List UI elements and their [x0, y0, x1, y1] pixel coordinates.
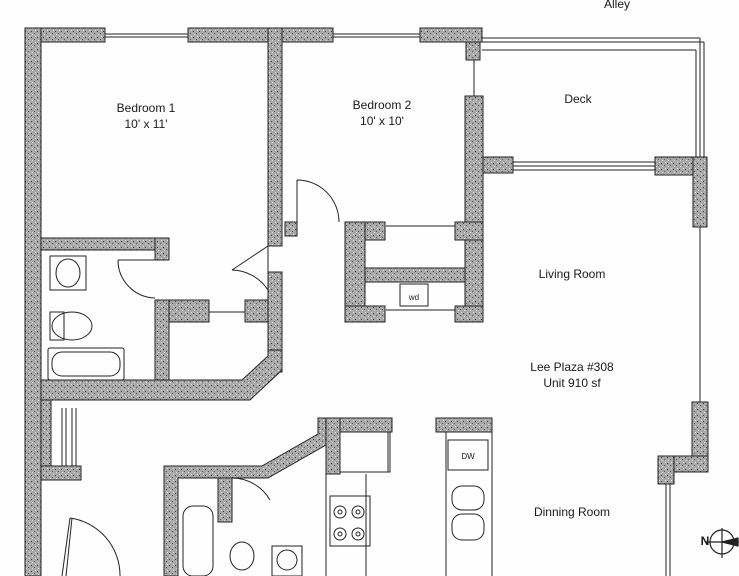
dining-room-label: Dinning Room — [533, 505, 611, 519]
unit-address: Lee Plaza #308 — [530, 360, 614, 374]
toilet-lower — [229, 541, 255, 571]
burner-icon — [351, 505, 365, 519]
compass-north-label: N — [700, 534, 710, 548]
dishwasher-label: DW — [461, 452, 475, 461]
deck-label: Deck — [564, 92, 592, 106]
toilet-bowl-upper — [51, 311, 93, 341]
kitchen-counter-top — [339, 431, 391, 473]
stove — [329, 495, 371, 547]
kitchen-sink-right — [451, 513, 485, 541]
burner-icon — [351, 527, 365, 541]
washer-dryer — [399, 283, 429, 307]
washer-dryer-label: wd — [408, 293, 420, 302]
bedroom1-size: 10' x 11' — [124, 117, 168, 131]
unit-area: Unit 910 sf — [543, 376, 601, 390]
deck-railing — [482, 37, 705, 157]
windows — [61, 33, 701, 576]
bathtub-basin-upper — [51, 351, 121, 377]
living-room-label: Living Room — [538, 267, 606, 281]
doors — [61, 179, 340, 576]
sink-basin-upper — [55, 258, 81, 288]
sink-lower — [271, 545, 303, 576]
dishwasher — [447, 439, 489, 471]
bedroom1-name: Bedroom 1 — [116, 101, 176, 115]
bedroom2-name: Bedroom 2 — [352, 98, 412, 112]
toilet-tank-upper — [49, 311, 65, 341]
bedroom2-size: 10' x 10' — [360, 114, 404, 128]
kitchen-sink-left — [451, 485, 485, 511]
fixtures — [47, 255, 493, 576]
bathtub-upper — [47, 347, 125, 381]
compass-icon — [706, 528, 739, 558]
walls — [24, 27, 709, 576]
sink-upper — [49, 255, 87, 291]
burner-icon — [333, 505, 347, 519]
alley-label: Alley — [604, 0, 631, 11]
bathtub-lower — [182, 505, 214, 576]
burner-icon — [333, 527, 347, 541]
